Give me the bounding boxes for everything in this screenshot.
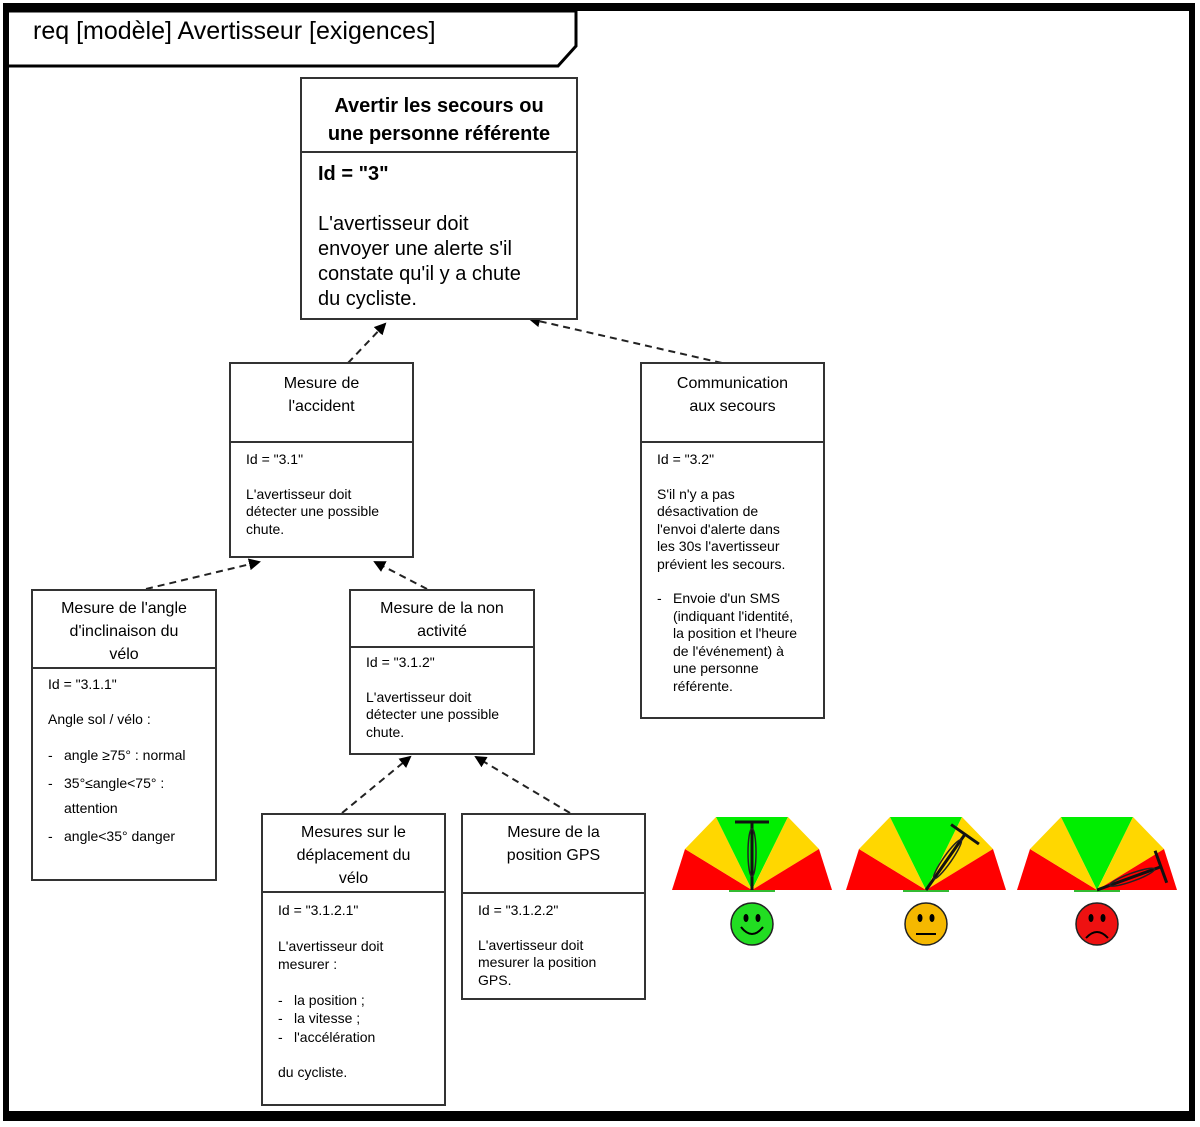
requirement-title: Mesures sur le déplacement du vélo [263,815,444,893]
requirement-id: Id = "3.1.1" [48,676,117,692]
sector-attention-left [685,817,752,890]
requirement-body: Id = "3.1.1" Angle sol / vélo : -angle ≥… [33,669,215,845]
requirement-text: S'il n'y a pas [657,485,735,502]
requirement-text: constate qu'il y a chute [318,263,521,285]
face-eye-right [1100,914,1106,922]
sector-danger-left [672,849,752,890]
requirement-body: Id = "3" L'avertisseur doit envoyer une … [302,153,576,312]
face-mouth [740,926,764,935]
bicycle-icon [1096,850,1169,892]
face-eye-right [929,914,935,922]
face-eye-left [743,914,749,922]
gauge-normal [672,817,832,946]
face-eye-left [1088,914,1094,922]
frame-title-tab [9,9,578,68]
diagram-frame [3,3,1195,1121]
requirement-3: Avertir les secours ou une personne réfé… [300,77,578,320]
bullet-item: - Envoie d'un SMS (indiquant l'identité,… [657,590,798,694]
requirement-text: chute. [366,723,405,740]
sector-attention-left [859,817,926,890]
requirement-id: Id = "3.1.2.2" [478,902,559,918]
requirement-title: Mesure de la non activité [351,591,533,648]
requirement-3.1.2.2: Mesure de la position GPS Id = "3.1.2.2"… [461,813,646,1000]
sector-attention-right [752,817,819,890]
requirement-id: Id = "3.2" [657,451,715,467]
requirement-body: Id = "3.1" L'avertisseur doit détecter u… [231,443,412,538]
requirement-3.2: Communication aux secours Id = "3.2" S'i… [640,362,825,719]
requirement-body: Id = "3.2" S'il n'y a pas désactivation … [642,443,823,695]
requirement-text: détecter une possible [246,503,380,519]
requirement-body: Id = "3.1.2.2" L'avertisseur doit mesure… [463,894,644,989]
requirement-text: mesurer la position [478,954,597,970]
requirement-title: Mesure de la position GPS [463,815,644,894]
requirement-title: Mesure de l'accident [231,364,412,443]
requirement-text: GPS. [478,971,512,988]
requirement-text: désactivation de [657,503,759,519]
bullet-item: -35°≤angle<75° : [48,775,165,791]
sector-normal [1061,817,1133,890]
requirement-3.1: Mesure de l'accident Id = "3.1" L'averti… [229,362,414,558]
requirement-text: Angle sol / vélo : [48,711,151,727]
requirement-text: l'envoi d'alerte dans [657,520,780,537]
bullet-item-cont: attention [64,800,118,816]
requirement-3.1.1: Mesure de l'angle d'inclinaison du vélo … [31,589,217,881]
sector-attention-right [1097,817,1164,890]
requirement-text: les 30s l'avertisseur [657,538,780,554]
bullet-item: -angle ≥75° : normal [48,747,186,763]
requirement-text: du cycliste. [318,288,417,310]
requirement-id: Id = "3" [318,163,389,185]
neutral-face-icon [904,902,948,946]
bike-frame [924,833,967,891]
requirement-text: L'avertisseur doit [318,213,469,235]
face-eye-left [917,914,923,922]
handlebar [1153,850,1169,884]
requirement-text: du cycliste. [278,1064,348,1080]
gauge-danger [1017,817,1177,946]
requirement-title: Avertir les secours ou une personne réfé… [302,79,576,153]
requirement-body: Id = "3.1.2" L'avertisseur doit détecter… [351,648,533,741]
requirement-id: Id = "3.1" [246,451,304,467]
sector-danger-left [1017,849,1097,890]
requirement-text: L'avertisseur doit [278,937,384,954]
bicycle-icon [924,823,980,891]
requirement-title: Communication aux secours [642,364,823,443]
bike-body [932,838,963,880]
bicycle-icon [735,820,769,890]
requirement-text: L'avertisseur doit [366,688,472,705]
requirement-text: envoyer une alerte s'il [318,238,512,260]
sad-face-icon [1075,902,1119,946]
requirement-text: L'avertisseur doit [478,936,584,953]
requirement-body: Id = "3.1.2.1" L'avertisseur doit mesure… [263,893,444,1082]
requirement-text: chute. [246,520,285,537]
bullet-item: -la vitesse ; [278,1010,361,1026]
requirement-text: L'avertisseur doit [246,485,352,502]
requirement-id: Id = "3.1.2.1" [278,902,359,918]
bike-body [747,828,757,878]
bullet-item: -la position ; [278,991,365,1008]
sector-danger-right [752,849,832,890]
requirement-text: détecter une possible [366,706,500,722]
bullet-item: -l'accélération [278,1028,376,1045]
requirement-id: Id = "3.1.2" [366,654,435,670]
requirement-text: prévient les secours. [657,555,786,572]
bike-body [1108,867,1156,887]
sector-danger-left [846,849,926,890]
bike-frame [1096,865,1162,892]
sector-danger-right [926,849,1006,890]
requirement-3.1.2.1: Mesures sur le déplacement du vélo Id = … [261,813,446,1106]
face-eye-right [755,914,761,922]
gauge-attention [846,817,1006,946]
face-mouth [1085,931,1109,939]
requirement-text: mesurer : [278,956,338,972]
handlebar [950,823,980,846]
sector-attention-left [1030,817,1097,890]
sector-normal [890,817,962,890]
smile-face-icon [730,902,774,946]
requirement-3.1.2: Mesure de la non activité Id = "3.1.2" L… [349,589,535,755]
frame-title: req [modèle] Avertisseur [exigences] [33,17,436,45]
bullet-item: -angle<35° danger [48,828,176,844]
requirement-title: Mesure de l'angle d'inclinaison du vélo [33,591,215,669]
